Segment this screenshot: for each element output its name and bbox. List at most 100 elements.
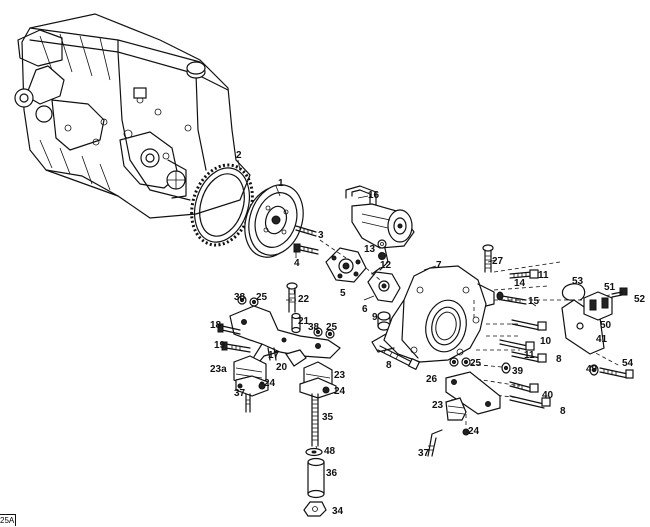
leader-lines <box>237 159 537 307</box>
bolt-19 <box>221 341 251 353</box>
stud-22 <box>286 282 298 313</box>
bracket-51 <box>583 291 613 321</box>
bolt-37-left <box>245 393 251 413</box>
crank-pulley-1 <box>244 184 304 258</box>
sleeve-21 <box>291 312 301 334</box>
injection-pump-16 <box>345 185 415 271</box>
washer-12 <box>378 252 386 260</box>
rubber-mount-23-right <box>445 397 467 421</box>
callout-9: 9 <box>372 312 378 323</box>
callout-11-upper: 11 <box>538 270 549 281</box>
bolt-3 <box>295 225 317 237</box>
bolt-10 <box>511 319 547 331</box>
callout-19: 19 <box>214 340 226 351</box>
rubber-mount-23a <box>233 355 269 397</box>
callout-labels: 1 2 3 4 5 6 7 8 9 10 11 11 12 13 14 15 1… <box>210 150 646 517</box>
callout-21: 21 <box>298 316 310 327</box>
bracket-6 <box>367 267 401 303</box>
bolt-37-right <box>427 429 443 457</box>
callout-54: 54 <box>622 358 634 369</box>
callout-1: 1 <box>278 178 284 189</box>
nut-38-left <box>237 295 247 305</box>
callout-25-right: 25 <box>470 358 482 369</box>
callout-8-left: 8 <box>386 360 392 371</box>
callout-38-left: 38 <box>234 292 246 303</box>
callout-50: 50 <box>600 320 612 331</box>
callout-25-left: 25 <box>256 292 268 303</box>
callout-52: 52 <box>634 294 646 305</box>
callout-23-center: 23 <box>334 370 346 381</box>
callout-20: 20 <box>276 362 288 373</box>
callout-24-left: 24 <box>264 378 276 389</box>
link-20 <box>285 349 307 367</box>
callout-39: 39 <box>512 366 524 377</box>
callout-16: 16 <box>368 190 380 201</box>
callout-38-mid: 38 <box>308 322 320 333</box>
callout-7: 7 <box>436 260 442 271</box>
callout-2: 2 <box>236 150 242 161</box>
bolt-40 <box>509 381 539 393</box>
engine-block <box>14 13 251 219</box>
callout-49: 49 <box>586 364 598 375</box>
nut-38-mid <box>313 327 323 337</box>
callout-22: 22 <box>298 294 310 305</box>
bolt-11-upper <box>509 269 539 279</box>
callout-48: 48 <box>324 446 336 457</box>
bolt-18 <box>217 323 241 335</box>
damper-36 <box>307 457 325 499</box>
clip-53 <box>561 283 586 301</box>
washer-48 <box>305 447 323 457</box>
callout-15: 15 <box>528 296 540 307</box>
callout-3: 3 <box>318 230 324 241</box>
callout-36: 36 <box>326 468 338 479</box>
nut-25-right <box>449 357 471 367</box>
nut-13 <box>377 239 387 249</box>
nut-25-mid <box>325 329 335 339</box>
timing-housing-7 <box>371 265 495 363</box>
washer-14 <box>496 291 504 301</box>
washer-49 <box>589 364 599 376</box>
callout-6: 6 <box>362 304 368 315</box>
callout-26: 26 <box>426 374 438 385</box>
crossmember-arm <box>229 305 341 367</box>
callout-17: 17 <box>268 350 280 361</box>
bolt-52 <box>611 287 628 298</box>
callout-41: 41 <box>596 334 608 345</box>
callout-18: 18 <box>210 320 222 331</box>
nut-25-left <box>249 297 259 307</box>
callout-40: 40 <box>542 390 554 401</box>
mount-bracket-26 <box>445 371 501 415</box>
bolt-4 <box>293 243 319 255</box>
bolt-54 <box>599 367 634 379</box>
drive-flange-5 <box>325 247 367 283</box>
callout-10: 10 <box>540 336 552 347</box>
washer-39 <box>501 362 511 374</box>
callout-23a: 23a <box>210 364 227 375</box>
callout-12: 12 <box>380 260 392 271</box>
callout-13: 13 <box>364 244 376 255</box>
callout-35: 35 <box>322 412 334 423</box>
callout-24-center: 24 <box>334 386 346 397</box>
callout-25-mid: 25 <box>326 322 338 333</box>
stud-15 <box>501 295 527 305</box>
nut-24-left <box>258 382 266 390</box>
callout-23-right: 23 <box>432 400 444 411</box>
callout-24-right: 24 <box>468 426 480 437</box>
callout-8-right-lower: 8 <box>560 406 566 417</box>
figure-reference: 25A <box>0 514 16 526</box>
callout-37-right: 37 <box>418 448 430 459</box>
callout-4: 4 <box>294 258 300 269</box>
bolt-8-right-lower <box>509 395 551 409</box>
callout-27: 27 <box>492 256 504 267</box>
callout-37-left: 37 <box>234 388 246 399</box>
callout-11-lower: 11 <box>524 350 535 361</box>
nut-24-center <box>322 386 330 394</box>
callout-14: 14 <box>514 278 526 289</box>
callout-51: 51 <box>604 282 616 293</box>
rubber-mount-23-center <box>299 361 337 399</box>
bolt-11-lower <box>499 339 535 351</box>
callout-5: 5 <box>340 288 346 299</box>
bolt-8-right-upper <box>511 351 547 363</box>
bolt-8-left <box>377 345 421 371</box>
